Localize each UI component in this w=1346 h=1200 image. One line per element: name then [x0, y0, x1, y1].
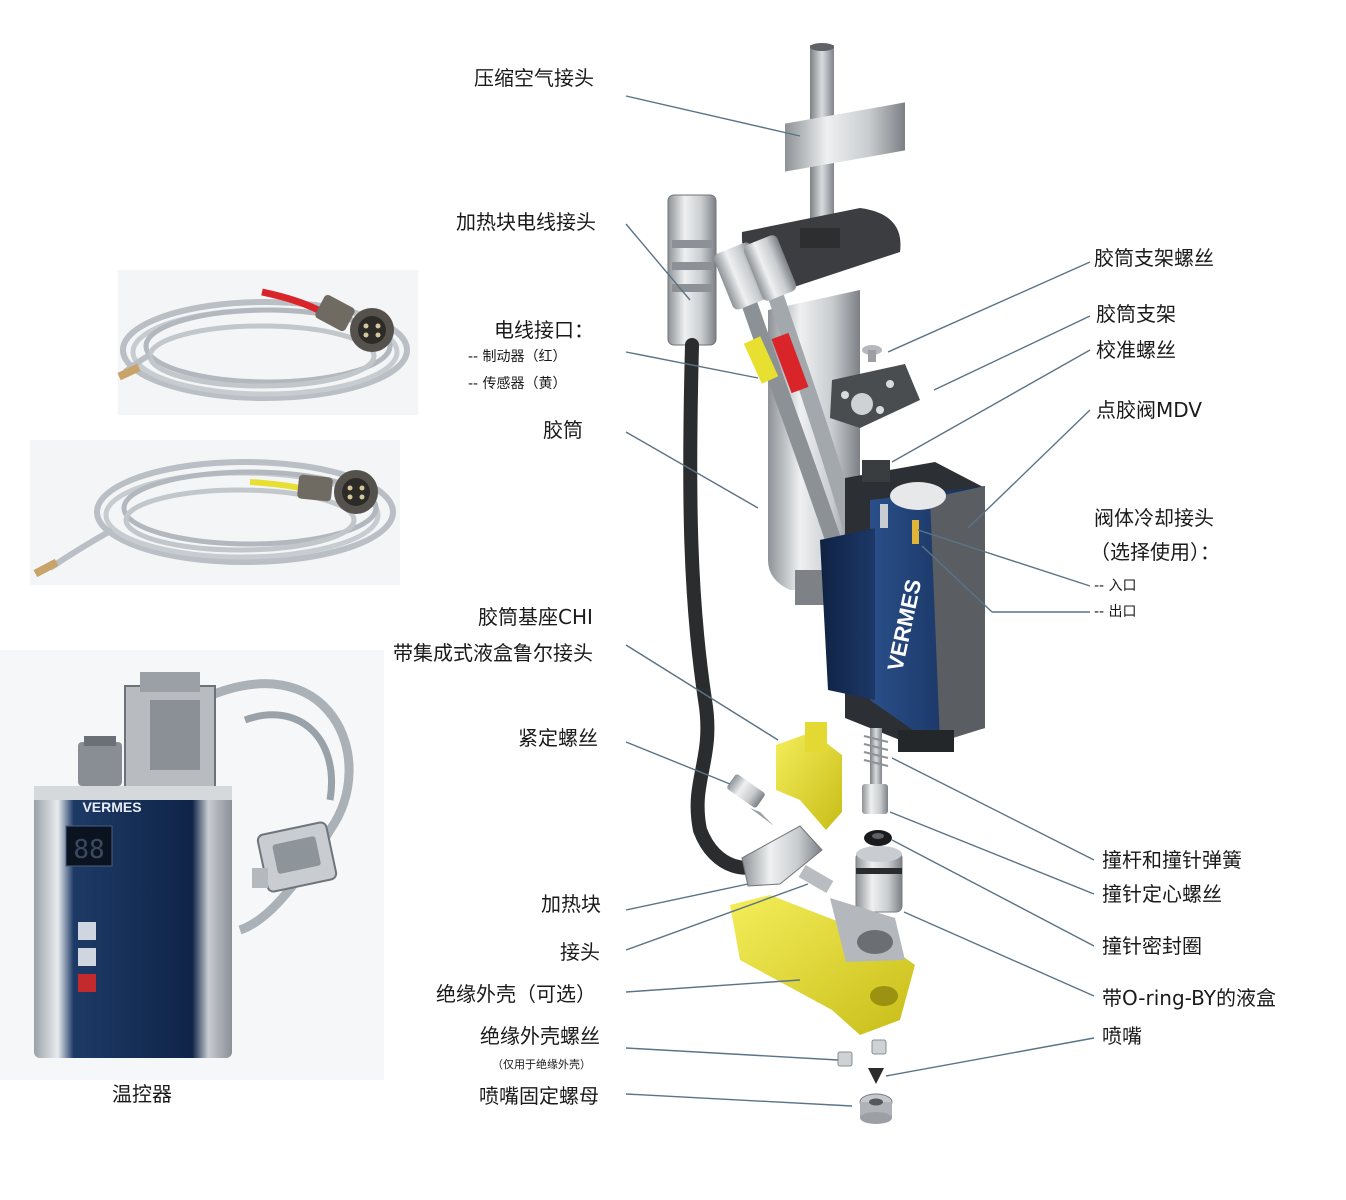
cable-photo-yellow: [30, 440, 400, 585]
leader-cartridge: [625, 431, 759, 509]
insulation-shell: [730, 895, 915, 1035]
controller-display-digits: 88: [73, 835, 104, 865]
sub-d-connector: [252, 821, 338, 893]
leader-connector: [625, 883, 809, 951]
label-cartridge-base-line2: 带集成式液盒鲁尔接头: [393, 641, 593, 665]
label-cable-sensor: -- 传感器（黄）: [468, 376, 567, 392]
temperature-controller-photo: VERMES 88: [0, 650, 384, 1080]
label-valve-mdv: 点胶阀MDV: [1096, 398, 1202, 422]
label-holder: 胶筒支架: [1096, 302, 1176, 326]
leader-cable-interface: [625, 351, 759, 379]
leader-set-screw: [625, 741, 731, 785]
heater-cable-connector: [667, 194, 717, 346]
heater-block: [741, 825, 834, 894]
label-cooling-outlet: -- 出口: [1094, 604, 1137, 620]
nozzle: [868, 1068, 884, 1084]
leader-fluid-box: [903, 911, 1095, 997]
leader-holder: [933, 315, 1091, 391]
leader-nozzle: [885, 1037, 1095, 1077]
label-insulation-shell: 绝缘外壳（可选）: [436, 982, 596, 1006]
dispensing-valve-mdv: VERMES: [820, 460, 985, 752]
fluid-box: [855, 846, 903, 913]
set-screw: [727, 774, 774, 826]
label-insulation-screw: 绝缘外壳螺丝: [480, 1024, 600, 1048]
controller-display: [65, 825, 113, 867]
leader-holder-screw: [887, 261, 1091, 353]
label-insulation-screw-note: （仅用于绝缘外壳）: [492, 1058, 591, 1071]
leader-insulation-shell: [625, 979, 801, 993]
label-tappet-seal: 撞针密封圈: [1102, 934, 1202, 958]
label-calibration-screw: 校准螺丝: [1096, 338, 1176, 362]
holder-screw: [862, 345, 882, 362]
cable-photo-red: [117, 270, 418, 415]
insulation-screw: [837, 1039, 887, 1067]
label-set-screw: 紧定螺丝: [518, 726, 598, 750]
tappet-seal: [864, 830, 892, 846]
label-cooling-connector-line2: （选择使用）：: [1090, 540, 1220, 564]
label-connector: 接头: [560, 940, 600, 964]
label-nozzle-nut: 喷嘴固定螺母: [479, 1084, 599, 1108]
leader-tappet-seal: [891, 839, 1095, 947]
heater-cable: [683, 338, 777, 875]
leader-cartridge-base: [625, 644, 779, 741]
leader-calibration-screw: [891, 349, 1091, 463]
nozzle-nut: [859, 1093, 893, 1124]
tappet-and-spring: [862, 728, 889, 814]
label-nozzle: 喷嘴: [1102, 1024, 1142, 1048]
controller-button-1[interactable]: [78, 922, 96, 940]
leader-compressed-air: [625, 95, 801, 137]
cartridge-base-chi: [776, 722, 842, 830]
label-compressed-air-connector: 压缩空气接头: [474, 66, 594, 90]
label-cable-interface: 电线接口：: [494, 318, 594, 342]
label-cooling-connector-line1: 阀体冷却接头: [1094, 506, 1214, 530]
leader-valve-mdv: [967, 409, 1091, 529]
leader-cooling-inlet: [917, 529, 1091, 587]
label-tappet-spring: 撞杆和撞针弹簧: [1102, 848, 1242, 872]
label-tappet-centering-screw: 撞针定心螺丝: [1102, 882, 1222, 906]
leader-tappet-spring: [891, 757, 1095, 861]
leader-tappet-centering: [889, 811, 1095, 895]
controller-button-2[interactable]: [78, 948, 96, 966]
controller-brand: VERMES: [82, 799, 141, 815]
leader-heater-block: [625, 883, 749, 911]
label-holder-screw: 胶筒支架螺丝: [1094, 246, 1214, 270]
label-temp-controller: 温控器: [112, 1082, 172, 1106]
label-cartridge-base-line1: 胶筒基座CHI: [478, 605, 593, 629]
label-cartridge: 胶筒: [543, 418, 583, 442]
label-cable-brake: -- 制动器（红）: [468, 349, 567, 365]
cartridge-holder-bracket: [830, 364, 920, 428]
leader-heater-cable-connector: [625, 223, 691, 301]
controller-led-red: [78, 974, 96, 992]
label-cooling-inlet: -- 入口: [1094, 578, 1137, 594]
label-heater-cable-connector: 加热块电线接头: [456, 210, 596, 234]
controller-top-connectors: [78, 672, 216, 797]
label-heater-block: 加热块: [541, 892, 601, 916]
leader-insulation-screw: [625, 1047, 839, 1061]
leader-lines: [625, 95, 1095, 1107]
label-fluid-box: 带O-ring-BY的液盒: [1102, 986, 1277, 1010]
controller-housing: [34, 786, 232, 1058]
leader-nozzle-nut: [625, 1093, 853, 1107]
